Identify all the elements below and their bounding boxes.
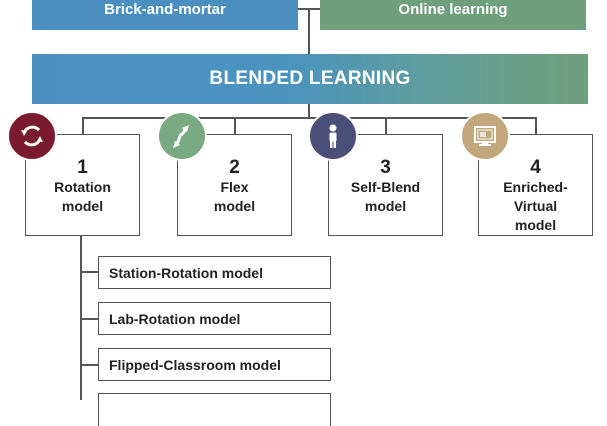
brick-and-mortar-box: Brick-and-mortar bbox=[32, 0, 298, 30]
submodel-flipped-classroom: Flipped-Classroom model bbox=[98, 348, 331, 381]
rotation-arrows-icon bbox=[7, 111, 57, 161]
submodel-cutoff bbox=[98, 393, 331, 426]
flex-arrow-icon bbox=[157, 111, 207, 161]
online-learning-label: Online learning bbox=[398, 0, 508, 18]
online-learning-box: Online learning bbox=[320, 0, 586, 30]
model-label: Self-Blend model bbox=[350, 179, 421, 214]
submodel-station-rotation: Station-Rotation model bbox=[98, 256, 331, 289]
blended-learning-label: BLENDED LEARNING bbox=[209, 68, 411, 89]
top-to-blended-connector bbox=[308, 8, 310, 54]
model-number: 4 bbox=[530, 157, 541, 178]
submodel-label: Station-Rotation model bbox=[109, 264, 263, 281]
model-label: Enriched- Virtual model bbox=[503, 179, 568, 233]
submodel-label: Lab-Rotation model bbox=[109, 310, 241, 327]
model-1-connector bbox=[82, 117, 84, 134]
model-label: Rotation model bbox=[54, 179, 111, 214]
model-number: 3 bbox=[380, 157, 391, 178]
model-number: 1 bbox=[77, 157, 88, 178]
computer-screen-icon bbox=[460, 111, 510, 161]
blended-learning-band: BLENDED LEARNING bbox=[32, 54, 588, 104]
submodel-connector-3 bbox=[80, 364, 98, 366]
submodel-connector-2 bbox=[80, 318, 98, 320]
model-number: 2 bbox=[229, 157, 240, 178]
submodel-lab-rotation: Lab-Rotation model bbox=[98, 302, 331, 335]
models-horizontal-connector bbox=[82, 117, 537, 119]
model-3-connector bbox=[385, 117, 387, 134]
model-2-connector bbox=[234, 117, 236, 134]
brick-and-mortar-label: Brick-and-mortar bbox=[104, 0, 226, 18]
person-icon bbox=[308, 111, 358, 161]
blended-down-connector bbox=[308, 104, 310, 118]
model-4-connector bbox=[535, 117, 537, 134]
submodel-label: Flipped-Classroom model bbox=[109, 356, 281, 373]
submodel-connector-1 bbox=[80, 271, 98, 273]
model-label: Flex model bbox=[213, 179, 256, 214]
